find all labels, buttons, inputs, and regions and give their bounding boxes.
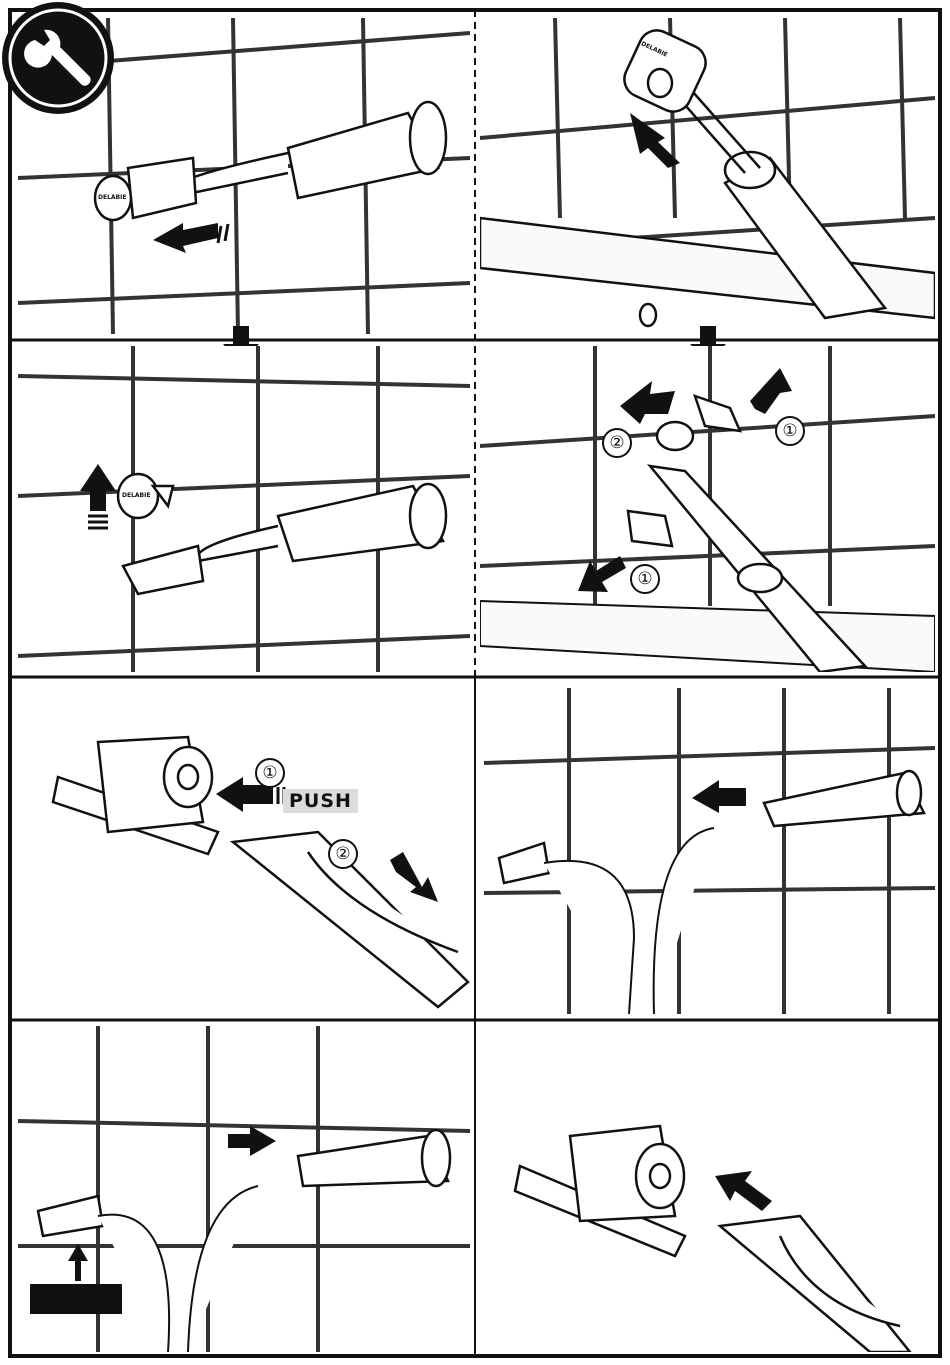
step-split-housing-panel: ① ② ① — [480, 346, 935, 672]
spout — [166, 102, 447, 198]
arrow-right — [228, 1126, 276, 1156]
step-number: ② — [602, 428, 632, 458]
step-disconnect-hose-panel: ① ② PUSH — [18, 682, 470, 1016]
wrench-icon — [0, 0, 120, 120]
black-box — [30, 1284, 122, 1314]
arrow-up-right — [750, 368, 792, 414]
push-label: PUSH — [283, 789, 358, 813]
brand-mark: DELABIE — [98, 194, 126, 201]
arrow-left — [692, 780, 746, 813]
step-lift-cap-panel: DELABIE — [18, 346, 470, 672]
arrow-up-left — [715, 1171, 772, 1211]
step-number: ① — [255, 758, 285, 788]
step-pull-out-hose-panel — [484, 688, 935, 1014]
arrow-up — [80, 464, 116, 511]
arrow-up-small — [68, 1244, 88, 1281]
step-remove-cartridge-panel: DELABIE — [480, 18, 935, 334]
step-reinsert-hose-panel — [18, 1026, 470, 1352]
step-number: ② — [328, 839, 358, 869]
brand-mark: DELABIE — [122, 492, 150, 499]
arrow-pull-left — [153, 223, 218, 253]
arrow-pull-right — [390, 852, 438, 902]
step-number: ① — [775, 416, 805, 446]
step-number: ① — [630, 564, 660, 594]
step-reconnect-panel — [480, 1026, 935, 1352]
arrow-up-right — [620, 381, 675, 424]
